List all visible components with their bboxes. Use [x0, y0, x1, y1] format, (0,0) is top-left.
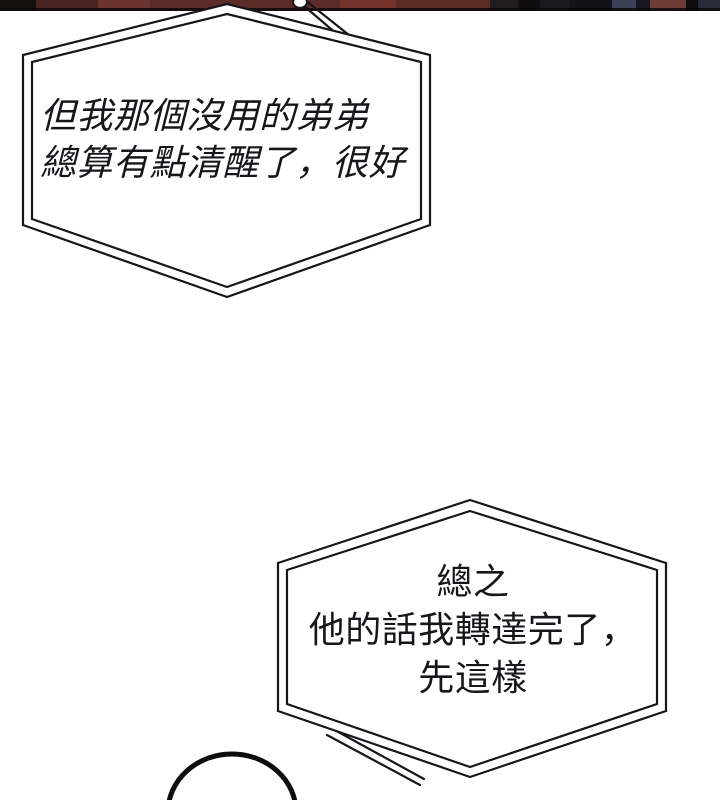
- strip-shadow: [0, 8, 720, 11]
- strip-segment-3: [150, 0, 340, 11]
- strip-segment-6: [490, 0, 518, 11]
- bubble-2-inner-outline: [285, 509, 659, 769]
- previous-panel-strip: [0, 0, 720, 11]
- strip-segment-5: [396, 0, 490, 11]
- strip-segment-14: [698, 0, 720, 11]
- strip-segment-9: [570, 0, 612, 11]
- tail-knot-marks: [291, 0, 309, 10]
- strip-segment-4: [340, 0, 396, 11]
- bubble-2-text: 總之 他的話我轉達完了， 先這樣: [308, 561, 638, 698]
- tail-knot: [291, 0, 309, 10]
- strip-segment-8: [540, 0, 570, 11]
- speech-bubble-shapes: [21, 2, 668, 800]
- strip-segment-10: [612, 0, 636, 11]
- tail-bubble-3-outer: [325, 733, 422, 787]
- bubble-2: [276, 498, 668, 779]
- bubble-1: [21, 2, 432, 299]
- strip-segment-11: [636, 0, 650, 11]
- bubble-3: [166, 751, 298, 800]
- strip-segment-0: [0, 0, 36, 11]
- strip-segment-12: [650, 0, 686, 11]
- bubble-1-text: 但我那個沒用的弟弟 總算有點清醒了，很好: [40, 95, 406, 183]
- strip-segment-1: [36, 0, 98, 11]
- strip-segment-7: [518, 0, 540, 11]
- strip-segment-13: [686, 0, 698, 11]
- bubble-3-outline: [166, 751, 298, 800]
- bubble-1-inner-outline: [30, 12, 423, 289]
- strip-segment-2: [98, 0, 150, 11]
- tail-bubble-3-inner: [329, 726, 426, 781]
